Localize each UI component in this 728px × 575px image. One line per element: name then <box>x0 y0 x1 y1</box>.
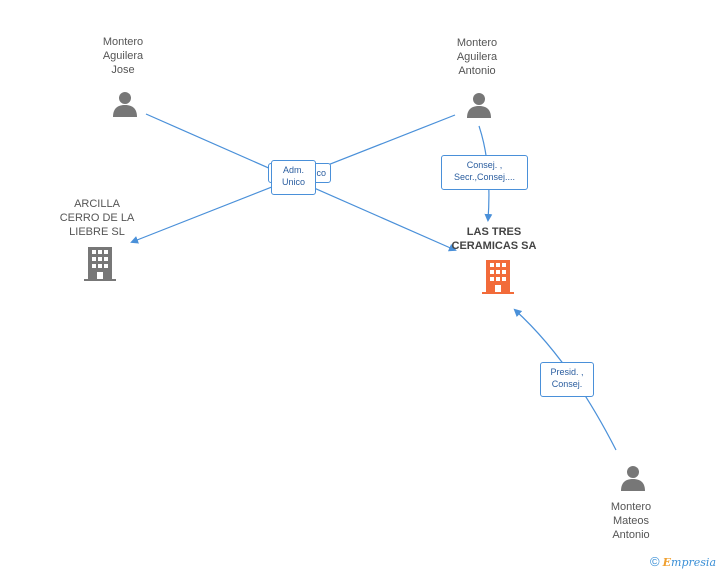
edge-label-line: Unico <box>281 177 305 187</box>
person-icon[interactable] <box>619 464 647 492</box>
edge-label-line: Consej. , <box>466 160 503 170</box>
person-icon[interactable] <box>465 91 493 119</box>
node-label-line: Antonio <box>612 529 650 541</box>
edge-label-adm-unico[interactable]: Adm. Unico <box>271 160 316 195</box>
node-label-line: Antonio <box>458 65 496 77</box>
person-node-label[interactable]: Montero Mateos Antonio <box>581 500 681 542</box>
node-label-line: CERRO DE LA <box>59 212 135 224</box>
person-icon[interactable] <box>111 90 139 118</box>
edge-label-line: Presid. , <box>550 367 584 377</box>
node-label-line: Mateos <box>612 515 650 527</box>
edge-label-consej[interactable]: Consej. , Secr.,Consej.... <box>441 155 528 190</box>
brand-name: mpresia <box>671 556 717 569</box>
node-label-line: Aguilera <box>102 50 144 62</box>
node-label-line: ARCILLA <box>74 198 120 210</box>
edge-label-line: Secr.,Consej.... <box>453 172 516 182</box>
node-label-line: LAS TRES <box>466 226 522 238</box>
brand-initial: E <box>662 556 672 569</box>
edge-label-presid[interactable]: Presid. , Consej. <box>540 362 594 397</box>
node-label-line: Montero <box>102 36 144 48</box>
empresia-logo: © Empresia <box>650 554 716 569</box>
node-label-line: Jose <box>111 64 135 76</box>
building-icon[interactable] <box>84 247 116 281</box>
node-label-line: LIEBRE SL <box>69 226 125 238</box>
edge-label-line: Adm. <box>282 165 304 175</box>
edge-label-line: Consej. <box>551 379 583 389</box>
main-company-label[interactable]: LAS TRES CERAMICAS SA <box>444 225 544 253</box>
person-node-label[interactable]: Montero Aguilera Jose <box>73 35 173 77</box>
node-label-line: CERAMICAS SA <box>451 240 537 252</box>
person-node-label[interactable]: Montero Aguilera Antonio <box>427 36 527 78</box>
company-node-label[interactable]: ARCILLA CERRO DE LA LIEBRE SL <box>47 197 147 239</box>
building-icon[interactable] <box>482 260 514 294</box>
node-label-line: Aguilera <box>456 51 498 63</box>
node-label-line: Montero <box>610 501 652 513</box>
copyright-icon: © <box>650 554 660 569</box>
node-label-line: Montero <box>456 37 498 49</box>
